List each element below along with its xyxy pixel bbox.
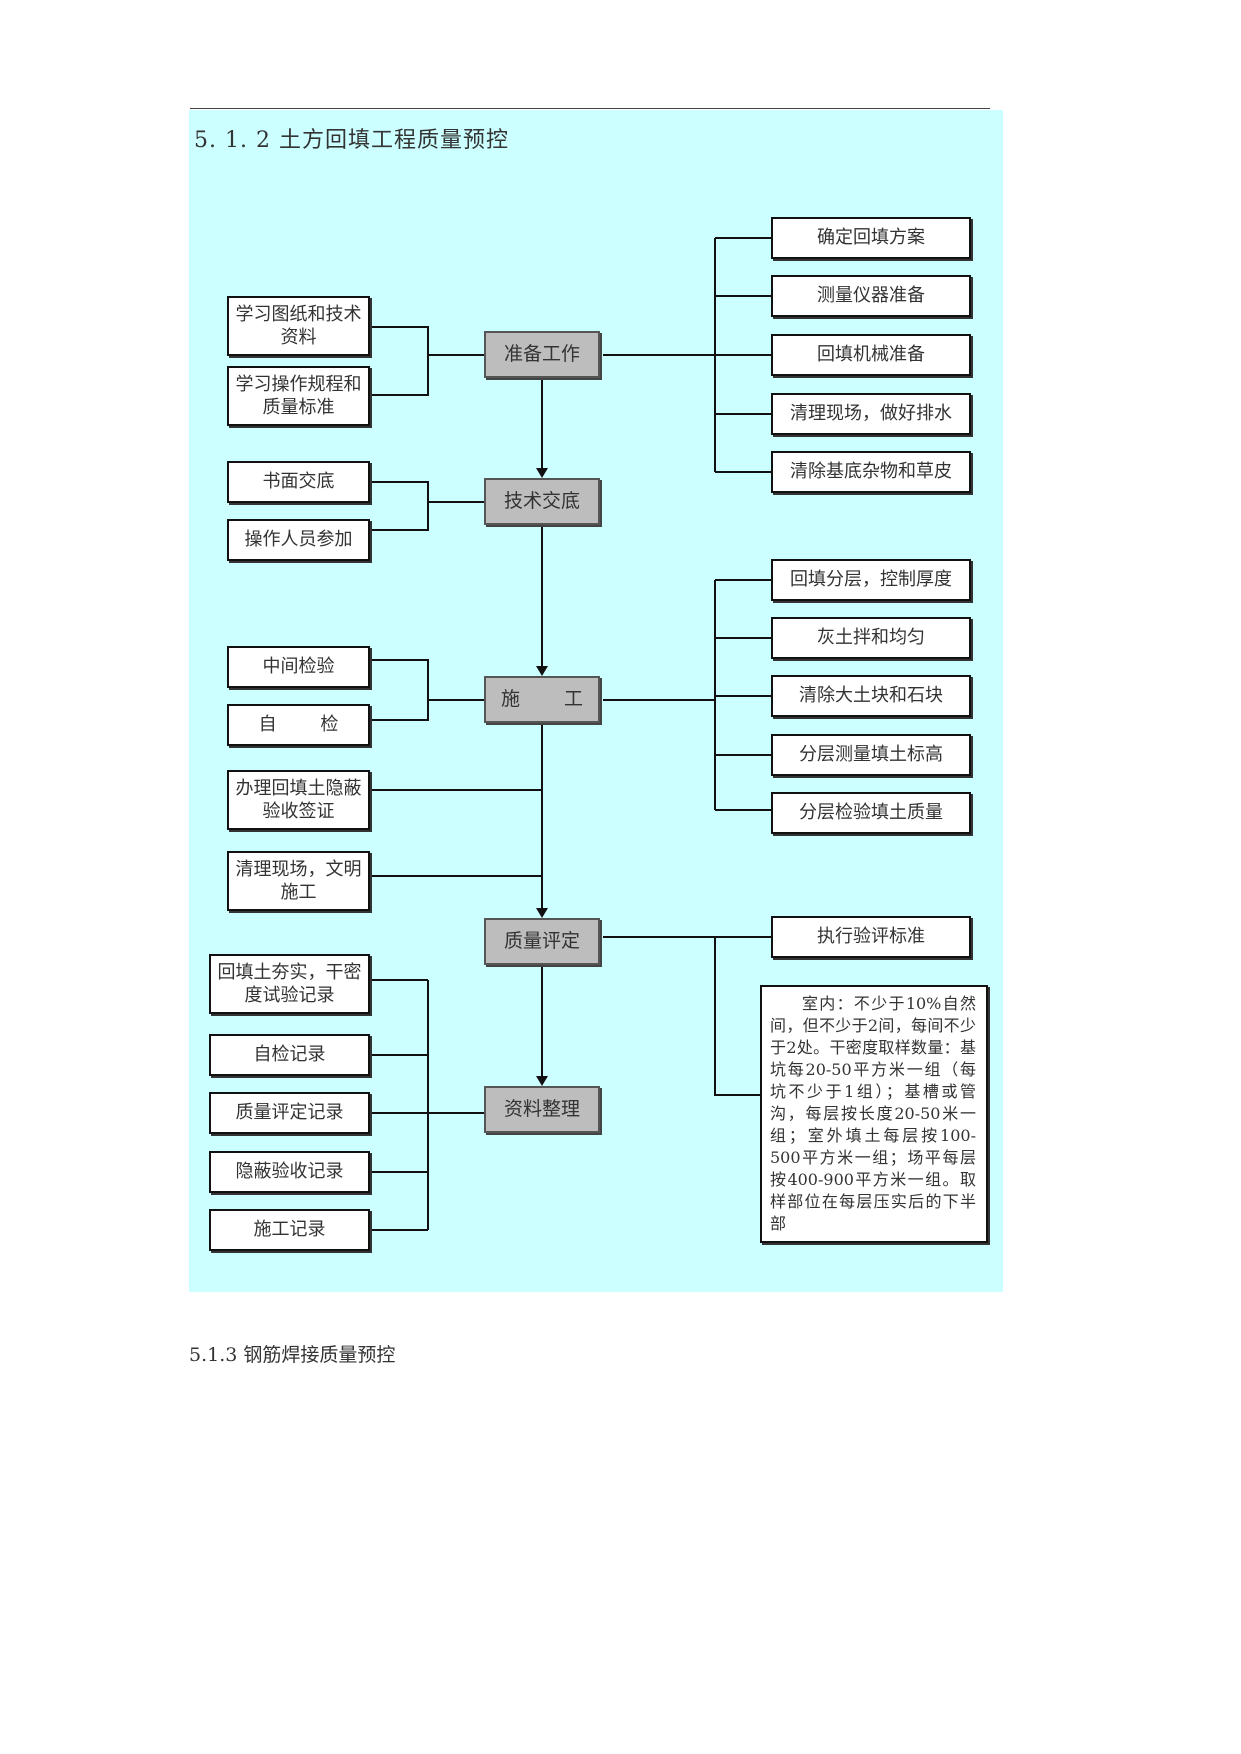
documents-left-item: 施工记录	[209, 1209, 370, 1251]
prepare-right-item: 确定回填方案	[771, 217, 971, 259]
connector-construction-right	[603, 579, 771, 811]
construction-right-item: 分层检验填土质量	[771, 792, 971, 834]
construction-right-item: 回填分层，控制厚度	[771, 559, 971, 601]
connector-documents-left	[372, 979, 484, 1231]
construction-left-item: 办理回填土隐蔽验收签证	[227, 770, 370, 830]
construction-left-item: 自 检	[227, 704, 370, 746]
construction-right-item: 灰土拌和均匀	[771, 617, 971, 659]
connector-prepare-right	[603, 237, 771, 473]
prepare-right-item: 清除基底杂物和草皮	[771, 451, 971, 493]
prepare-left-item: 学习操作规程和质量标准	[227, 366, 370, 426]
next-section-heading: 5.1.3 钢筋焊接质量预控	[189, 1344, 396, 1366]
disclosure-left-item: 操作人员参加	[227, 519, 370, 561]
documents-left-item: 回填土夯实，干密度试验记录	[209, 954, 370, 1014]
evaluation-right-item: 执行验评标准	[771, 916, 971, 958]
connector-prepare-left	[372, 326, 484, 396]
prepare-right-item: 回填机械准备	[771, 334, 971, 376]
documents-left-item: 自检记录	[209, 1034, 370, 1076]
prepare-right-item: 清理现场，做好排水	[771, 393, 971, 435]
connector-construction-left	[372, 659, 484, 721]
construction-right-item: 清除大土块和石块	[771, 675, 971, 717]
diagram-title: 5. 1. 2 土方回填工程质量预控	[194, 128, 509, 153]
prepare-right-item: 测量仪器准备	[771, 275, 971, 317]
arrow-to-evaluation	[536, 908, 548, 918]
documents-left-item: 隐蔽验收记录	[209, 1151, 370, 1193]
connector-evaluation-right	[603, 936, 771, 1096]
step-evaluation: 质量评定	[484, 918, 600, 965]
connector-disclosure-left	[372, 481, 484, 531]
arrow-to-disclosure	[536, 468, 548, 478]
step-disclosure: 技术交底	[484, 478, 600, 525]
construction-left-item: 清理现场，文明施工	[227, 851, 370, 911]
step-documents: 资料整理	[484, 1086, 600, 1133]
construction-left-item: 中间检验	[227, 646, 370, 688]
arrow-to-construction	[536, 666, 548, 676]
step-prepare: 准备工作	[484, 331, 600, 378]
top-rule	[190, 108, 990, 109]
documents-left-item: 质量评定记录	[209, 1092, 370, 1134]
construction-right-item: 分层测量填土标高	[771, 734, 971, 776]
prepare-left-item: 学习图纸和技术资料	[227, 296, 370, 356]
arrow-to-documents	[536, 1076, 548, 1086]
step-construction: 施 工	[484, 676, 600, 723]
disclosure-left-item: 书面交底	[227, 461, 370, 503]
evaluation-sampling-note: 室内：不少于10%自然间，但不少于2间，每间不少于2处。干密度取样数量：基坑每2…	[760, 985, 988, 1243]
